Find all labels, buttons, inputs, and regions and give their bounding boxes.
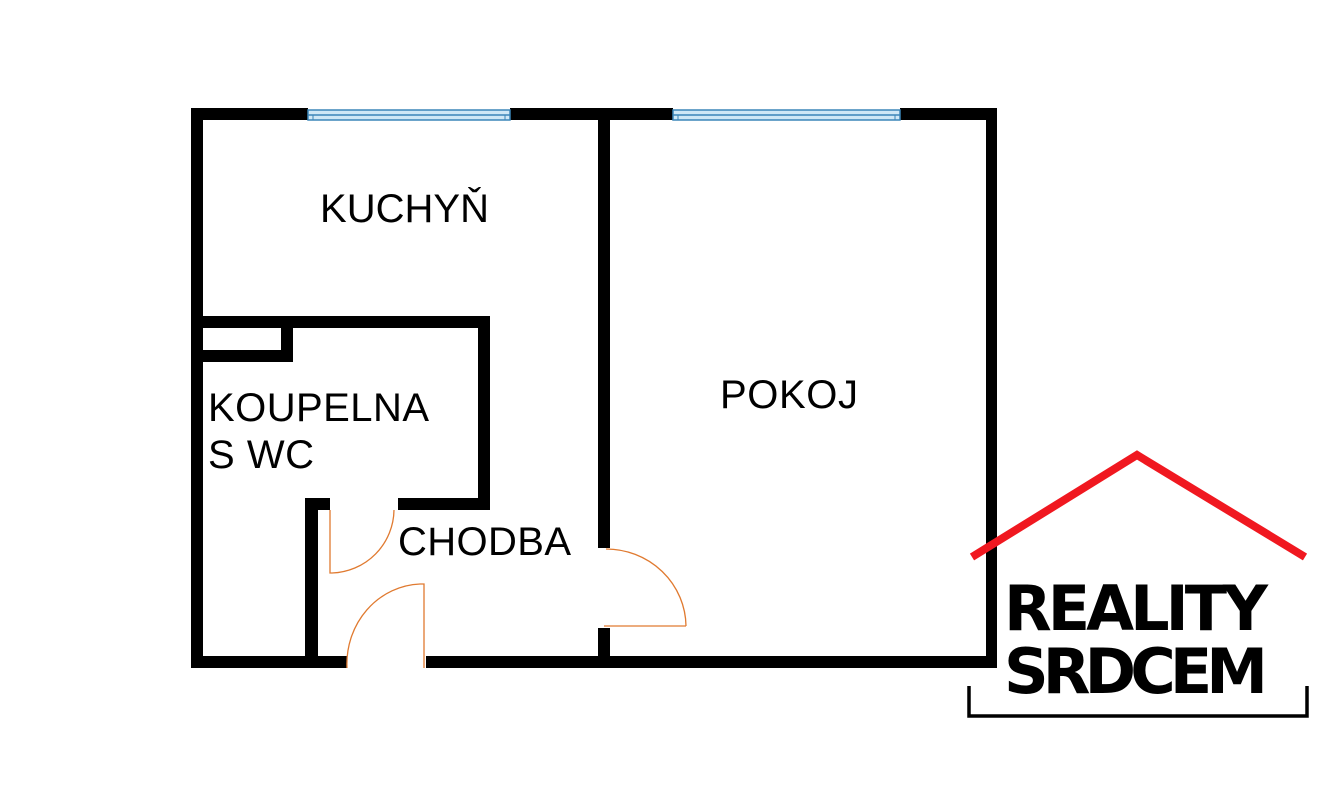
wall-bathroom-lower-left	[305, 498, 318, 668]
wall-partition-upper	[598, 108, 610, 548]
window-kitchen	[307, 109, 511, 121]
label-hallway: CHODBA	[398, 520, 571, 564]
door-room	[604, 548, 687, 627]
wall-bathroom-top	[203, 316, 490, 328]
door-entrance	[346, 583, 425, 669]
logo-line2: SRDCEM	[1004, 635, 1272, 708]
wall-top-right	[900, 108, 997, 120]
wall-bathroom-right	[478, 316, 490, 510]
logo-roof-icon	[969, 450, 1308, 561]
logo-line1: REALITY	[1004, 572, 1272, 645]
wall-shaft-right	[281, 316, 293, 362]
wall-top-middle	[510, 108, 673, 120]
wall-partition-lower	[598, 628, 610, 668]
door-bathroom	[329, 509, 395, 574]
wall-top-left	[191, 108, 308, 120]
wall-bottom-right	[426, 656, 997, 668]
windows	[307, 109, 901, 121]
window-room	[672, 109, 901, 121]
wall-shaft-bottom	[203, 350, 293, 362]
label-room: POKOJ	[720, 373, 858, 417]
label-kitchen: KUCHYŇ	[320, 186, 489, 231]
label-bathroom-line1: KOUPELNA	[208, 386, 429, 430]
room-labels: KUCHYŇ KOUPELNA S WC CHODBA POKOJ	[208, 186, 858, 564]
wall-left	[191, 108, 203, 668]
walls	[191, 108, 997, 668]
label-bathroom-line2: S WC	[208, 433, 314, 477]
logo: REALITY SRDCEM	[967, 450, 1309, 718]
doors	[329, 509, 687, 669]
wall-right	[986, 108, 997, 668]
wall-bathroom-bottom	[398, 498, 490, 510]
wall-bottom-left	[191, 656, 347, 668]
logo-bracket	[967, 686, 1309, 718]
